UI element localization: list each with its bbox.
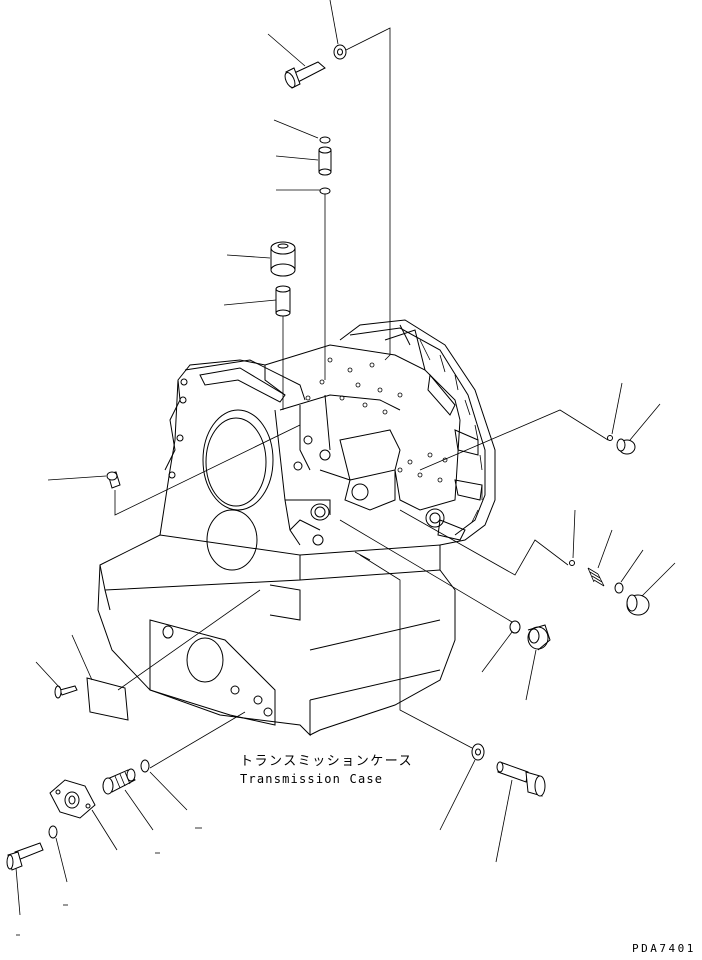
top-bolt xyxy=(284,61,326,89)
sensor-oring xyxy=(140,759,150,773)
flange-bolt xyxy=(6,842,44,871)
oring-lower xyxy=(319,187,331,195)
caption-english: Transmission Case xyxy=(240,772,383,786)
middle-oring xyxy=(509,620,521,634)
transmission-case-housing xyxy=(97,359,456,737)
drawing-code: PDA7401 xyxy=(632,942,696,955)
converter-housing xyxy=(339,319,496,546)
oring-upper xyxy=(319,136,331,144)
strainer-cap xyxy=(270,241,296,277)
spacer-sleeve xyxy=(275,285,291,317)
flange-washer xyxy=(48,825,58,839)
top-washer-hole xyxy=(337,48,343,56)
sensor-flange xyxy=(49,779,96,819)
right-oring xyxy=(614,582,624,594)
left-plug xyxy=(106,471,121,489)
right-upper-plug xyxy=(616,438,636,455)
plate-rivet xyxy=(54,685,78,699)
relief-spring xyxy=(587,567,605,587)
lower-washer-hole xyxy=(475,748,481,756)
name-plate xyxy=(86,677,129,721)
caption-japanese: トランスミッションケース xyxy=(240,754,413,769)
lower-right-bolt xyxy=(496,761,546,797)
callout-leaders xyxy=(15,0,676,936)
speed-sensor xyxy=(102,768,136,795)
breather-plug xyxy=(527,624,551,651)
right-ball xyxy=(569,560,575,566)
right-upper-ball xyxy=(607,435,613,441)
dowel-pin xyxy=(318,146,332,176)
control-valve-block xyxy=(264,324,461,528)
right-lower-plug xyxy=(626,594,650,616)
